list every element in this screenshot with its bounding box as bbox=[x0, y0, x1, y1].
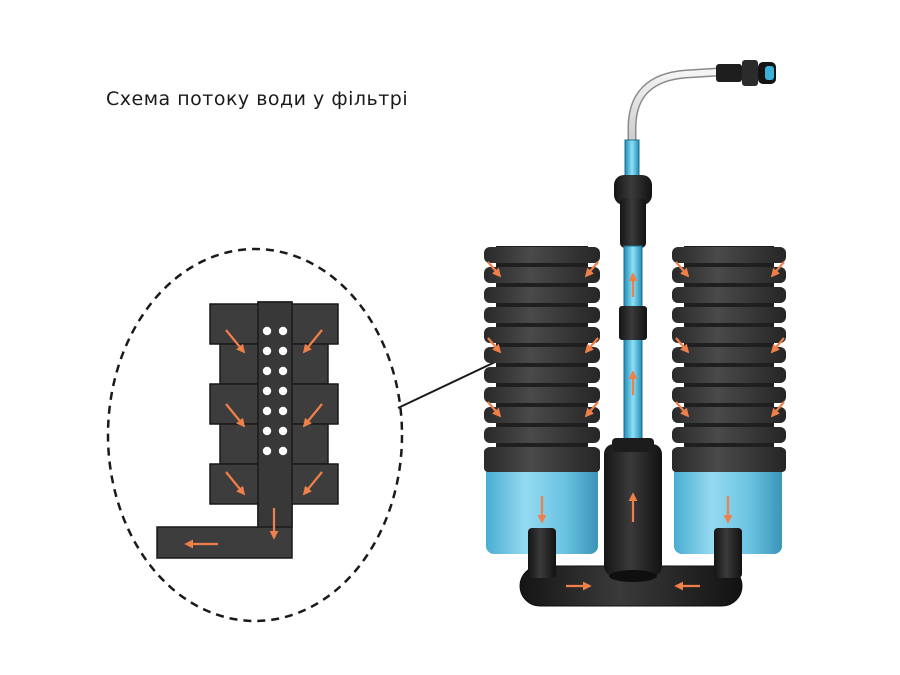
sponge-ring bbox=[672, 387, 786, 403]
callout-flow-arrows bbox=[184, 329, 323, 549]
sponge-ring bbox=[484, 387, 600, 403]
pipe-hole bbox=[278, 366, 288, 376]
pipe-hole bbox=[278, 446, 288, 456]
callout-cross-section bbox=[106, 247, 513, 623]
sponge-ring bbox=[672, 307, 786, 323]
flow-arrow-icon bbox=[675, 261, 690, 278]
flow-arrow-icon bbox=[302, 403, 323, 428]
sponge-filter-device bbox=[484, 60, 786, 607]
outlet-head bbox=[614, 139, 652, 248]
pipe-hole bbox=[262, 406, 272, 416]
air-hose bbox=[627, 60, 776, 168]
pipe-hole bbox=[278, 326, 288, 336]
sponge-ring bbox=[484, 247, 600, 263]
pipe-hole bbox=[278, 386, 288, 396]
left-sponge-column bbox=[484, 246, 600, 578]
flow-arrow-icon bbox=[770, 261, 785, 278]
flow-arrow-icon bbox=[225, 403, 246, 428]
lift-tube bbox=[619, 245, 647, 443]
flow-arrow-icon bbox=[770, 401, 785, 418]
pipe-hole bbox=[262, 426, 272, 436]
sponge-cross-section bbox=[156, 301, 339, 559]
sponge-ring bbox=[672, 367, 786, 383]
sponge-ring bbox=[484, 427, 600, 443]
flow-arrow-icon bbox=[675, 337, 690, 354]
sponge-ring bbox=[484, 327, 600, 343]
sponge-ring bbox=[484, 367, 600, 383]
pipe-hole bbox=[278, 426, 288, 436]
flow-arrow-icon bbox=[770, 337, 785, 354]
flow-arrow-icon bbox=[675, 401, 690, 418]
flow-arrow-icon bbox=[487, 261, 502, 278]
sponge-ring bbox=[672, 407, 786, 423]
diagram-title: Схема потоку води у фільтрі bbox=[106, 88, 409, 110]
device-flow-arrows bbox=[487, 261, 785, 591]
sponge-ring bbox=[484, 307, 600, 323]
flow-arrow-icon bbox=[584, 401, 599, 418]
sponge-ring bbox=[484, 287, 600, 303]
sponge-ring bbox=[484, 267, 600, 283]
flow-arrow-icon bbox=[225, 329, 246, 354]
flow-arrow-icon bbox=[584, 337, 599, 354]
sponge-ring bbox=[672, 327, 786, 343]
sponge-ring bbox=[484, 347, 600, 363]
inner-pipe-section bbox=[257, 301, 293, 528]
sponge-ring bbox=[484, 407, 600, 423]
sponge-ring bbox=[672, 427, 786, 443]
pipe-hole bbox=[262, 386, 272, 396]
pipe-hole bbox=[262, 366, 272, 376]
flow-arrow-icon bbox=[487, 401, 502, 418]
right-sponge-column bbox=[672, 246, 786, 578]
flow-arrow-icon bbox=[225, 471, 246, 496]
flow-arrow-icon bbox=[302, 329, 323, 354]
pipe-hole bbox=[262, 346, 272, 356]
sponge-ring bbox=[672, 267, 786, 283]
pipe-holes bbox=[262, 326, 288, 456]
flow-arrow-icon bbox=[487, 337, 502, 354]
flow-arrow-icon bbox=[584, 261, 599, 278]
sponge-ring bbox=[672, 247, 786, 263]
callout-outline bbox=[106, 247, 404, 623]
pipe-hole bbox=[278, 406, 288, 416]
pipe-hole bbox=[262, 326, 272, 336]
flow-arrow-icon bbox=[302, 471, 323, 496]
nozzle-connector-icon bbox=[716, 60, 776, 86]
sponge-ring bbox=[672, 287, 786, 303]
left-sponge bbox=[484, 246, 600, 472]
pipe-hole bbox=[278, 346, 288, 356]
sponge-ring bbox=[672, 448, 786, 472]
sponge-ring bbox=[484, 448, 600, 472]
pipe-hole bbox=[262, 446, 272, 456]
sponge-ring bbox=[672, 347, 786, 363]
right-sponge bbox=[672, 246, 786, 472]
